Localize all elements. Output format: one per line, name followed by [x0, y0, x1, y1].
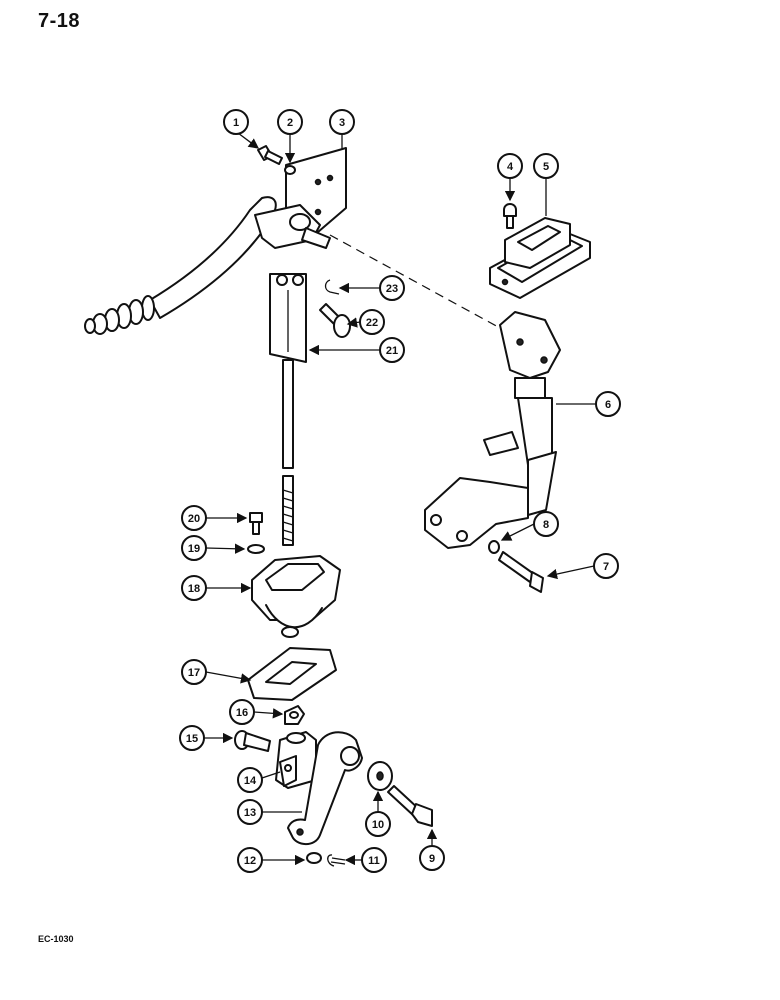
svg-text:20: 20	[188, 513, 200, 525]
cotter-pin-part-11	[327, 854, 346, 867]
callout-23: 23	[338, 275, 405, 301]
bolt-part-7	[498, 551, 544, 593]
callout-4: 4	[497, 153, 523, 202]
callout-15: 15	[179, 725, 234, 751]
svg-text:11: 11	[368, 855, 380, 867]
svg-text:19: 19	[188, 543, 200, 555]
svg-text:16: 16	[236, 707, 248, 719]
bracket-part-6	[424, 311, 561, 549]
svg-text:12: 12	[244, 855, 256, 867]
svg-text:1: 1	[233, 117, 239, 129]
washer-part-12	[306, 852, 322, 864]
housing-part-18	[251, 555, 341, 638]
svg-text:17: 17	[188, 667, 200, 679]
svg-text:21: 21	[386, 345, 398, 357]
bolt-part-20	[249, 512, 263, 535]
cotter-pin-part-23	[324, 279, 340, 295]
clevis-rod-part-21	[269, 273, 307, 546]
svg-text:8: 8	[543, 519, 549, 531]
svg-text:23: 23	[386, 283, 398, 295]
svg-text:14: 14	[244, 775, 257, 787]
svg-text:6: 6	[605, 399, 611, 411]
callout-18: 18	[181, 575, 252, 601]
svg-text:7: 7	[603, 561, 609, 573]
lever-handle	[149, 196, 331, 319]
gasket-part-17	[247, 647, 337, 701]
cable-boot	[84, 295, 155, 335]
callout-19: 19	[181, 535, 246, 561]
pin-part-15	[234, 730, 271, 752]
washer-part-19	[247, 544, 265, 554]
gaiter-part-5	[489, 217, 591, 299]
callout-20: 20	[181, 505, 248, 531]
svg-text:2: 2	[287, 117, 293, 129]
callout-11: 11	[344, 847, 387, 873]
page-number: 7-18	[38, 10, 81, 32]
callout-10: 10	[365, 790, 391, 837]
callout-8: 8	[500, 511, 559, 541]
washer-part-10	[367, 761, 393, 791]
callout-17: 17	[181, 659, 252, 685]
svg-text:15: 15	[186, 733, 198, 745]
callout-21: 21	[308, 337, 405, 363]
washer-part-2	[284, 165, 296, 175]
callout-13: 13	[237, 799, 302, 825]
yoke-part-14	[275, 731, 317, 789]
callout-2: 2	[277, 109, 303, 164]
callout-7: 7	[546, 553, 619, 580]
callout-9: 9	[419, 828, 445, 871]
svg-text:3: 3	[339, 117, 345, 129]
callout-14: 14	[237, 767, 281, 793]
svg-text:22: 22	[366, 317, 378, 329]
svg-text:10: 10	[372, 819, 384, 831]
callout-22: 22	[346, 309, 385, 335]
svg-text:18: 18	[188, 583, 200, 595]
washer-part-8	[488, 540, 500, 554]
screw-part-4	[503, 203, 517, 229]
diagram-code: EC-1030	[38, 934, 74, 944]
alignment-dashed-line	[329, 234, 501, 329]
svg-text:9: 9	[429, 853, 435, 865]
callout-5: 5	[533, 153, 559, 216]
nut-part-16	[284, 705, 305, 725]
bolt-part-1	[257, 145, 283, 165]
svg-text:13: 13	[244, 807, 256, 819]
callout-6: 6	[556, 391, 621, 417]
bolt-part-9	[387, 785, 433, 827]
callout-1: 1	[223, 109, 260, 149]
clevis-pin-part-22	[319, 303, 351, 338]
callout-3: 3	[329, 109, 355, 150]
callout-16: 16	[229, 699, 284, 725]
svg-text:4: 4	[507, 161, 514, 173]
callout-12: 12	[237, 847, 306, 873]
svg-text:5: 5	[543, 161, 549, 173]
arm-part-13	[287, 731, 363, 846]
